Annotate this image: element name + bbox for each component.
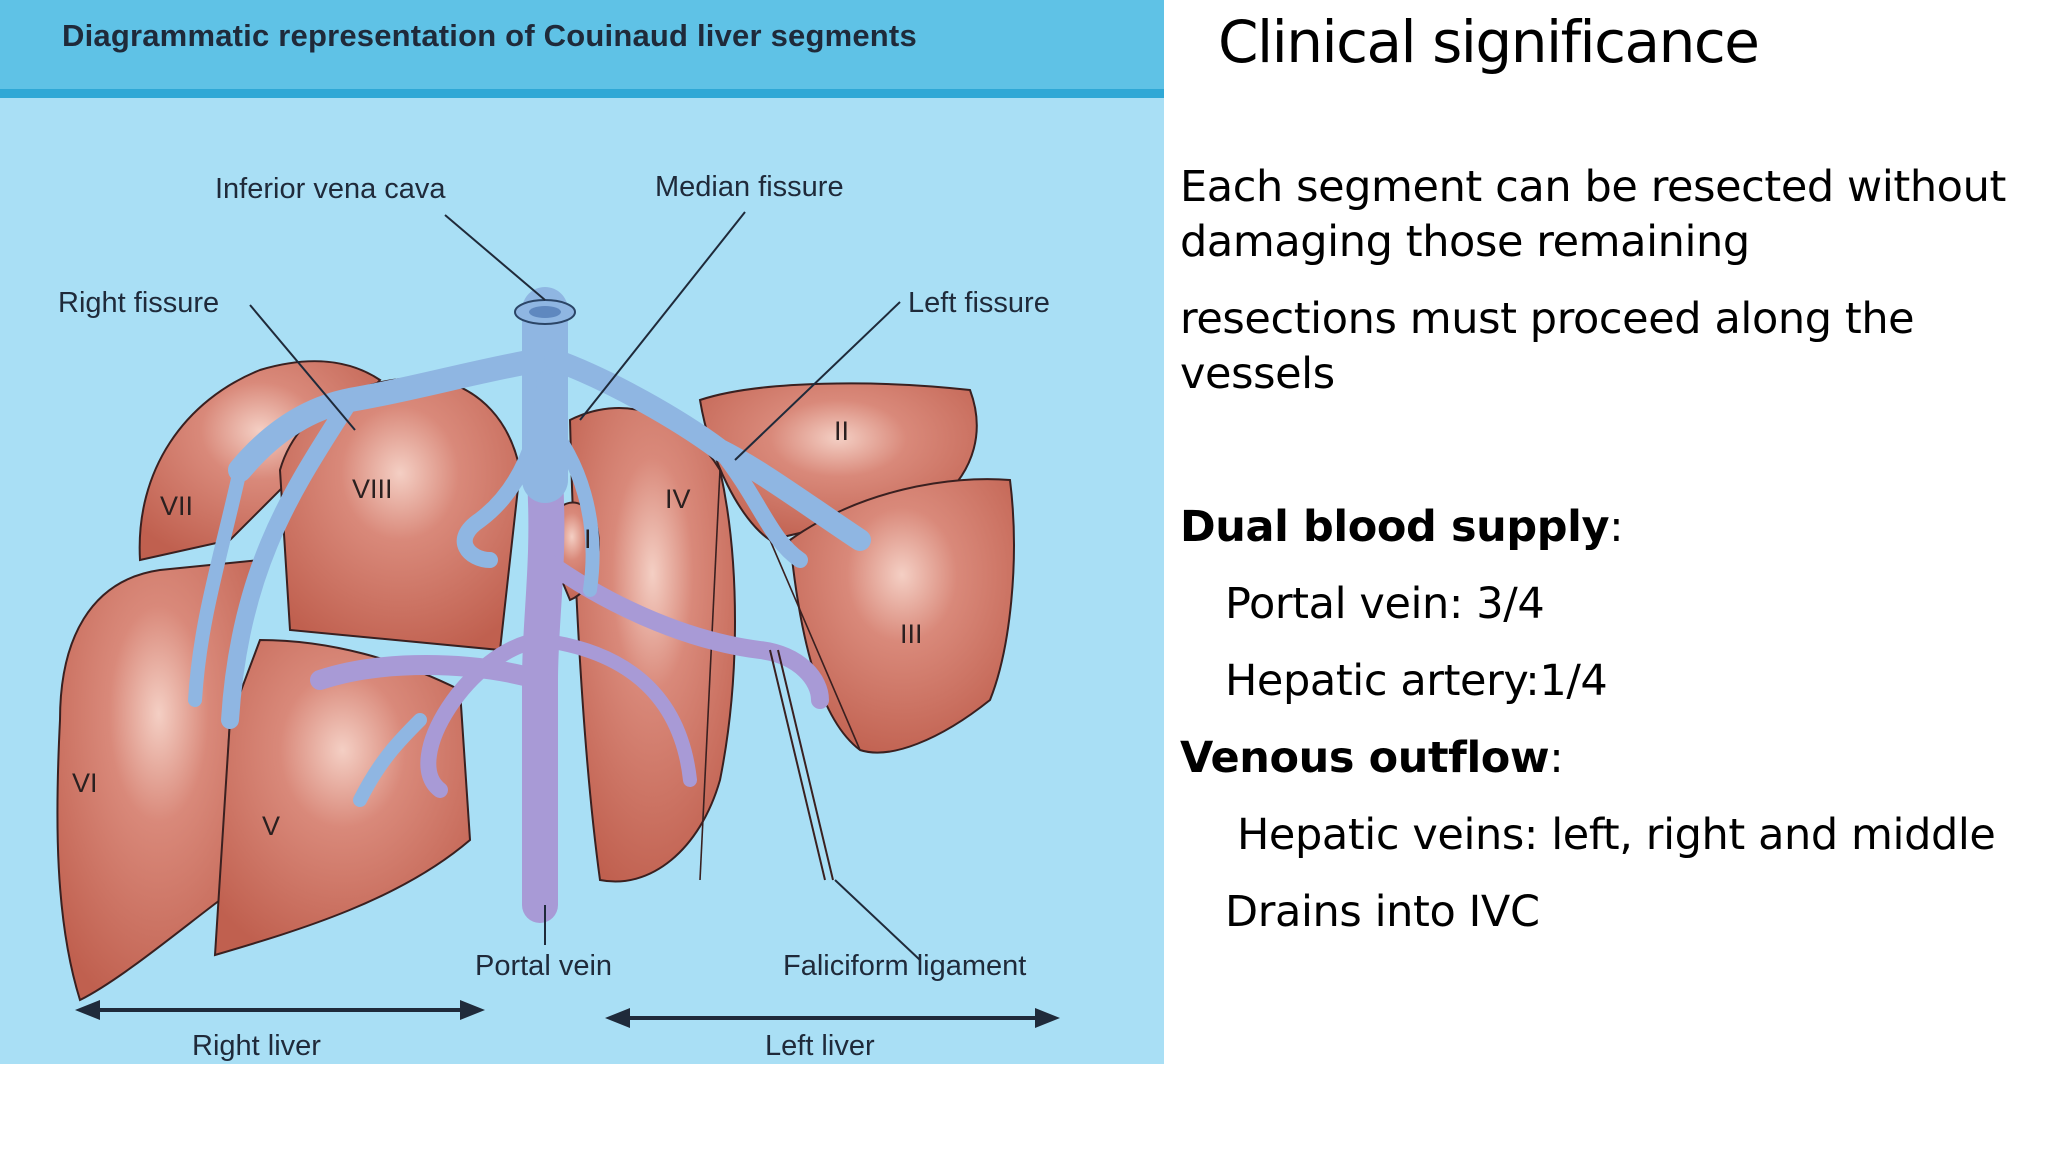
left-fissure-label: Left fissure	[908, 287, 1050, 319]
drains-into-ivc-line: Drains into IVC	[1225, 887, 1540, 937]
segment-ii-label: II	[834, 416, 849, 446]
segment-vi-label: VI	[72, 768, 98, 798]
para2-line2: vessels	[1180, 349, 1335, 399]
liver-segments-diagram: Inferior vena cava Median fissure Right …	[56, 171, 1060, 1062]
hepatic-veins-line: Hepatic veins: left, right and middle	[1237, 810, 1996, 860]
liver-diagram-figure: Diagrammatic representation of Couinaud …	[0, 0, 1164, 1064]
portal-vein-trunk	[522, 462, 565, 923]
figure-header: Diagrammatic representation of Couinaud …	[0, 0, 1164, 98]
para1-line2: damaging those remaining	[1180, 217, 1750, 267]
para2-line1: resections must proceed along the	[1180, 294, 1915, 344]
segment-v-label: V	[262, 811, 280, 841]
segment-viii-label: VIII	[352, 474, 393, 504]
figure-title: Diagrammatic representation of Couinaud …	[62, 18, 917, 53]
hepatic-artery-fraction: Hepatic artery:1/4	[1225, 656, 1608, 706]
venous-outflow-line: Venous outflow:	[1180, 731, 1564, 786]
falciform-ligament-label: Faliciform ligament	[783, 950, 1026, 982]
segment-iv-label: IV	[665, 484, 691, 514]
segment-iii-label: III	[900, 619, 923, 649]
segment-vii-label: VII	[160, 491, 193, 521]
slide-title: Clinical significance	[1218, 8, 1760, 76]
inferior-vena-cava-label: Inferior vena cava	[215, 173, 446, 205]
clinical-text-panel: Clinical significance Each segment can b…	[1180, 0, 2040, 1152]
median-fissure-label: Median fissure	[655, 171, 844, 203]
left-liver-label: Left liver	[765, 1030, 875, 1062]
portal-vein-fraction: Portal vein: 3/4	[1225, 579, 1545, 629]
segment-v-shape	[213, 638, 472, 957]
venous-colon: :	[1549, 733, 1564, 783]
dual-colon: :	[1609, 502, 1624, 552]
right-fissure-label: Right fissure	[58, 287, 219, 319]
right-liver-label: Right liver	[192, 1030, 321, 1062]
portal-vein-label: Portal vein	[475, 950, 612, 982]
dual-blood-supply-line: Dual blood supply:	[1180, 500, 1624, 555]
dual-blood-supply-heading: Dual blood supply	[1180, 502, 1610, 552]
segment-vi-shape	[56, 558, 262, 1002]
para1-line1: Each segment can be resected without	[1180, 162, 2006, 212]
venous-outflow-heading: Venous outflow	[1180, 733, 1550, 783]
segment-i-label: I	[584, 524, 592, 554]
